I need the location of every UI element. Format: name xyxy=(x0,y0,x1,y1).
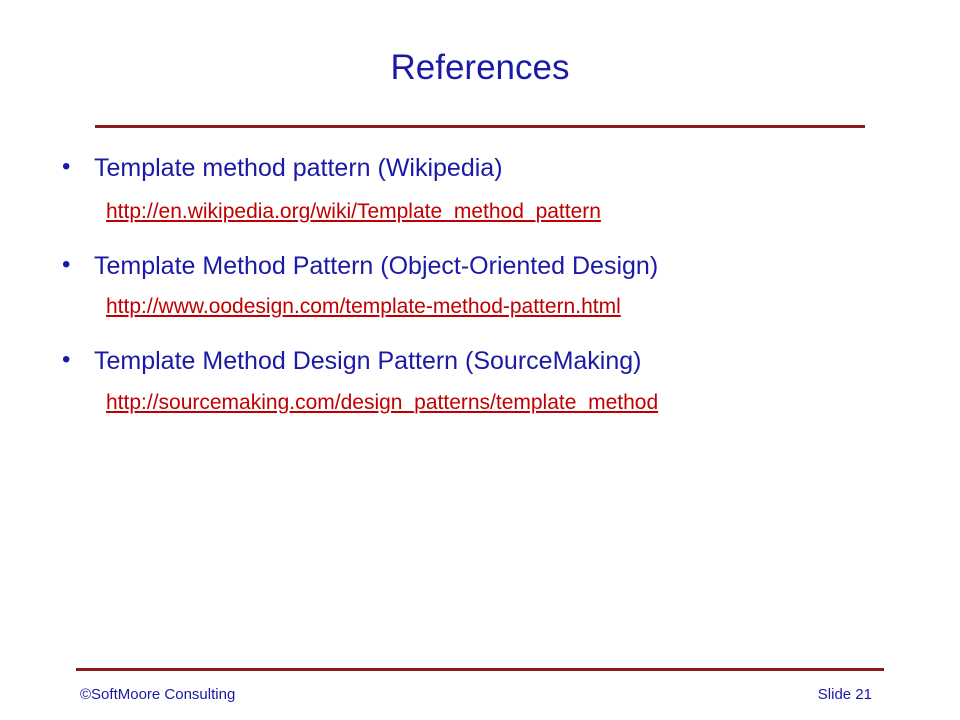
footer-divider xyxy=(76,668,884,671)
reference-link-1[interactable]: http://en.wikipedia.org/wiki/Template_me… xyxy=(106,200,601,223)
bullet-icon: • xyxy=(62,153,71,180)
bullet-icon: • xyxy=(62,346,71,373)
title-divider xyxy=(95,125,865,128)
reference-title-1: Template method pattern (Wikipedia) xyxy=(94,154,503,182)
reference-title-2: Template Method Pattern (Object-Oriented… xyxy=(94,252,659,280)
slide-title: References xyxy=(390,48,570,87)
reference-title-3: Template Method Design Pattern (SourceMa… xyxy=(94,347,642,375)
slide-number: Slide 21 xyxy=(817,686,872,703)
footer-copyright: ©SoftMoore Consulting xyxy=(80,686,236,703)
bullet-icon: • xyxy=(62,251,71,278)
reference-link-2[interactable]: http://www.oodesign.com/template-method-… xyxy=(106,295,621,318)
reference-link-3[interactable]: http://sourcemaking.com/design_patterns/… xyxy=(106,391,659,414)
